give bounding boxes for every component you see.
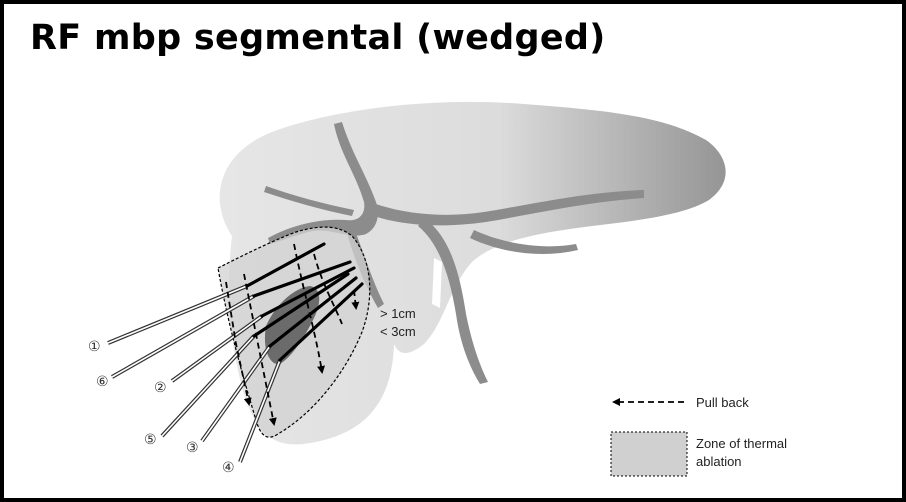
probe-label-5: ⑤ (144, 432, 157, 448)
probe-label-4: ④ (222, 460, 235, 476)
legend-zone-swatch (611, 432, 687, 476)
liver-rfa-diagram: > 1cm < 3cm ① ⑥ ② ⑤ ③ ④ Pull back Zone o… (4, 4, 902, 498)
probe-label-6: ⑥ (96, 374, 109, 390)
probe-label-1: ① (88, 339, 101, 355)
legend-zone: Zone of thermal ablation (611, 432, 787, 476)
slide: RF mbp segmental (wedged) (4, 4, 902, 498)
probe-label-2: ② (154, 380, 167, 396)
probe-label-3: ③ (186, 440, 199, 456)
legend-pull-back: Pull back (614, 395, 749, 410)
legend-zone-label-line2: ablation (696, 454, 742, 469)
legend-pull-back-label: Pull back (696, 395, 749, 410)
distance-min-label: > 1cm (380, 306, 416, 321)
legend-zone-label-line1: Zone of thermal (696, 436, 787, 451)
distance-max-label: < 3cm (380, 324, 416, 339)
